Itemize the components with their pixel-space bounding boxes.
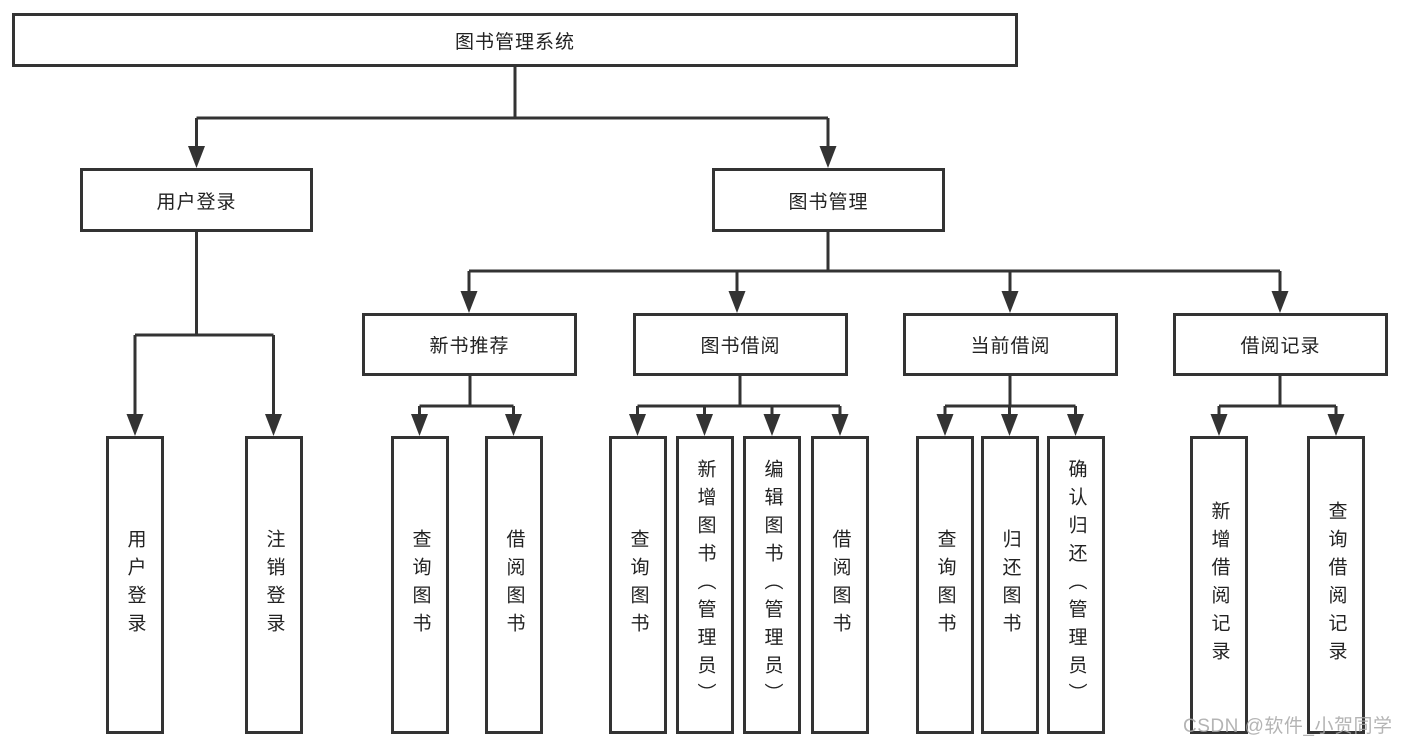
node-label: 图书借阅 (700, 336, 781, 357)
leaf-logout: 注销登录 (245, 436, 303, 734)
node-label: 图书管理 (788, 191, 869, 213)
node-label: 查询图书 (934, 529, 956, 641)
node-label: 借阅记录 (1240, 336, 1321, 357)
leaf-add-borrow-record: 新增借阅记录 (1190, 436, 1248, 734)
node-label: 用户登录 (156, 191, 237, 213)
node-label: 新书推荐 (429, 336, 510, 357)
node-label: 借阅图书 (503, 529, 525, 641)
node-borrow-records: 借阅记录 (1173, 313, 1388, 376)
node-label: 查询图书 (627, 529, 649, 641)
node-label: 注销登录 (263, 529, 285, 641)
node-label: 查询图书 (409, 529, 431, 641)
leaf-query-borrow-record: 查询借阅记录 (1307, 436, 1365, 734)
node-user-login: 用户登录 (80, 168, 313, 232)
node-label: 确认归还（管理员） (1065, 459, 1087, 711)
node-label: 借阅图书 (829, 529, 851, 641)
node-new-book-recommend: 新书推荐 (362, 313, 577, 376)
leaf-query-books: 查询图书 (609, 436, 667, 734)
leaf-query-books: 查询图书 (391, 436, 449, 734)
node-label: 新增借阅记录 (1208, 501, 1230, 669)
leaf-return-books: 归还图书 (981, 436, 1039, 734)
node-label: 查询借阅记录 (1325, 501, 1347, 669)
leaf-user-login: 用户登录 (106, 436, 164, 734)
leaf-add-books-admin: 新增图书（管理员） (676, 436, 734, 734)
node-book-management: 图书管理 (712, 168, 945, 232)
node-label: 编辑图书（管理员） (761, 459, 783, 711)
leaf-edit-books-admin: 编辑图书（管理员） (743, 436, 801, 734)
arrowheads (126, 146, 1345, 436)
leaf-query-books: 查询图书 (916, 436, 974, 734)
node-label: 归还图书 (999, 529, 1021, 641)
leaf-confirm-return-admin: 确认归还（管理员） (1047, 436, 1105, 734)
node-current-borrow: 当前借阅 (903, 313, 1118, 376)
node-label: 新增图书（管理员） (694, 459, 716, 711)
node-book-borrow: 图书借阅 (633, 313, 848, 376)
node-label: 图书管理系统 (454, 31, 575, 53)
leaf-borrow-books: 借阅图书 (485, 436, 543, 734)
node-library-management-system: 图书管理系统 (12, 13, 1018, 67)
leaf-borrow-books: 借阅图书 (811, 436, 869, 734)
csdn-watermark: CSDN @软件_小贺同学 (1183, 716, 1393, 737)
node-label: 当前借阅 (970, 336, 1051, 357)
node-label: 用户登录 (124, 529, 146, 641)
